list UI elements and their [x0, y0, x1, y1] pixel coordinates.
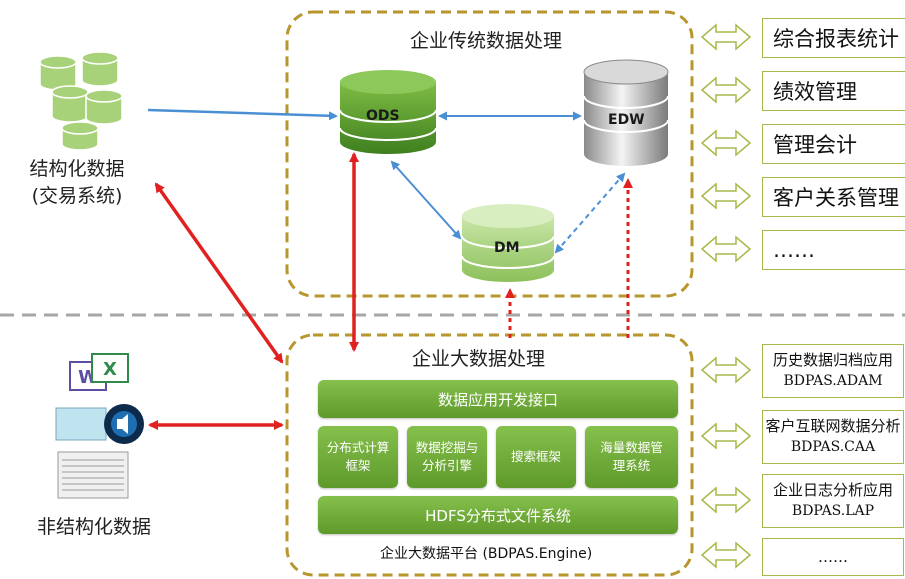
- app-name: 历史数据归档应用: [772, 351, 893, 369]
- app-management-accounting: 管理会计: [762, 124, 905, 164]
- app-crm: 客户关系管理: [762, 177, 905, 217]
- dm-edw-arrow: [554, 172, 626, 254]
- svg-text:X: X: [103, 359, 117, 380]
- app-code: BDPAS.CAA: [790, 439, 876, 455]
- module-mass-data-management: 海量数据管理系统: [585, 426, 678, 488]
- app-code: BDPAS.LAP: [791, 503, 875, 519]
- structured-data-title: 结构化数据: [29, 158, 125, 180]
- structured-data-subtitle: (交易系统): [31, 185, 123, 207]
- structured-to-ods-arrow: [147, 108, 338, 121]
- database-stack-icon: [39, 51, 123, 151]
- edw-label: EDW: [608, 112, 645, 128]
- app-name: 企业日志分析应用: [772, 481, 893, 499]
- module-line: 分布式计算: [326, 440, 390, 455]
- module-line: 分析引擎: [421, 458, 472, 473]
- module-data-mining: 数据挖掘与分析引擎: [407, 426, 487, 488]
- audio-icon: [55, 404, 144, 444]
- hdfs-bar: HDFS分布式文件系统: [318, 496, 678, 534]
- ods-dm-arrow: [390, 160, 462, 240]
- app-name: 客户互联网数据分析: [765, 417, 901, 435]
- platform-label: 企业大数据平台 (BDPAS.Engine): [380, 546, 593, 562]
- module-line: 数据挖掘与: [415, 440, 479, 455]
- module-search-framework: 搜索框架: [496, 426, 576, 488]
- module-distributed-computing: 分布式计算框架: [318, 426, 398, 488]
- module-line: 理系统: [612, 458, 651, 473]
- structured-to-bigdata-arrow: [154, 182, 284, 364]
- app-customer-internet-analysis: 客户互联网数据分析 BDPAS.CAA: [762, 410, 904, 464]
- ods-label: ODS: [366, 108, 400, 124]
- bigdata-region-title: 企业大数据处理: [412, 348, 546, 370]
- app-history-archive: 历史数据归档应用 BDPAS.ADAM: [762, 344, 904, 398]
- app-more-top: ……: [762, 230, 905, 270]
- module-line: 搜索框架: [510, 449, 561, 464]
- unstructured-data-label: 非结构化数据: [36, 516, 151, 538]
- traditional-region-title: 企业传统数据处理: [410, 30, 563, 52]
- module-line: 海量数据管: [600, 440, 663, 455]
- app-code: BDPAS.ADAM: [783, 373, 883, 389]
- app-more-bottom: ……: [762, 538, 904, 576]
- app-comprehensive-report: 综合报表统计: [762, 18, 905, 58]
- app-arrows: [700, 23, 752, 569]
- traditional-region: [285, 10, 694, 298]
- api-bar: 数据应用开发接口: [318, 380, 678, 418]
- dm-label: DM: [494, 240, 520, 256]
- app-log-analysis: 企业日志分析应用 BDPAS.LAP: [762, 474, 904, 528]
- module-line: 框架: [345, 458, 371, 473]
- app-name: ……: [818, 547, 848, 566]
- structured-data-label: 结构化数据 (交易系统): [14, 156, 140, 210]
- dm-database: [461, 204, 555, 282]
- ods-database: [339, 70, 437, 154]
- excel-icon: X: [91, 353, 129, 383]
- document-icon: [57, 451, 129, 499]
- bigdata-region: [285, 333, 694, 577]
- app-performance-management: 绩效管理: [762, 71, 905, 111]
- edw-database: [583, 59, 669, 166]
